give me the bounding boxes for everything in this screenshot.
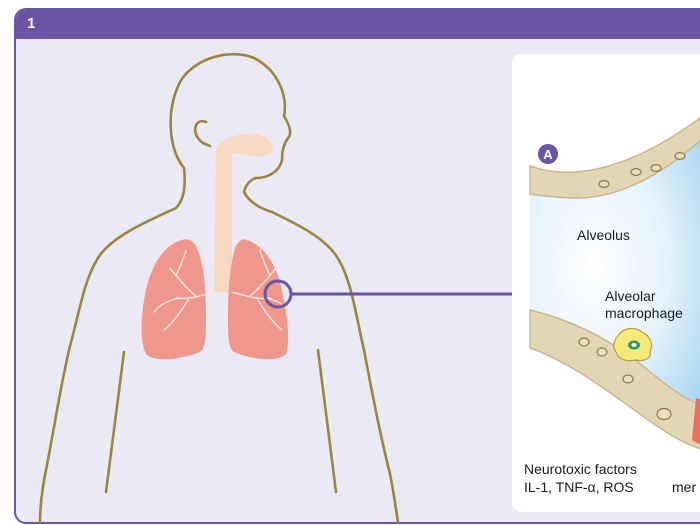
badge-a-text: A (543, 147, 553, 162)
macrophage-label-line1: Alveolar (605, 288, 656, 304)
neurotoxic-factors-line2: IL-1, TNF-α, ROS (524, 479, 634, 495)
neurotoxic-factors-line1: Neurotoxic factors (524, 461, 637, 477)
truncated-label: mer (672, 479, 696, 495)
macrophage-label-line2: macrophage (605, 305, 683, 321)
alveolus-label: Alveolus (577, 227, 630, 243)
right-lung (228, 239, 288, 359)
